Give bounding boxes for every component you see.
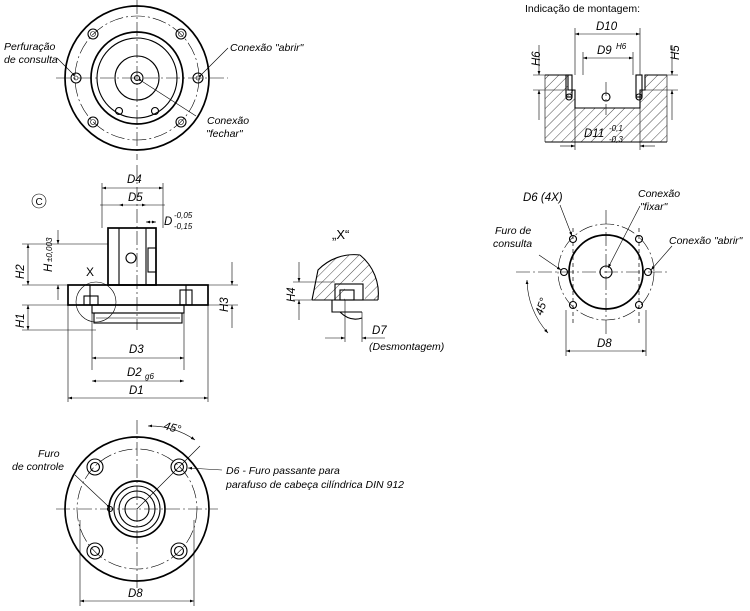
mounting-title: Indicação de montagem: [525,3,640,15]
label-conexao-abrir-right: Conexão "abrir" [669,235,744,247]
dim-d9-tol: H6 [616,42,627,51]
label-perf-consulta-2: de consulta [4,54,58,66]
label-conexao-fixar-2: "fixar" [640,201,669,213]
dim-d10: D10 [596,21,618,33]
label-d6-desc-2: parafuso de cabeça cilíndrica DIN 912 [225,479,404,491]
dim-d4: D4 [127,174,142,186]
dim-h4: H4 [286,287,298,302]
dim-d5: D5 [128,192,143,204]
dim-d2-tol: g6 [145,372,154,381]
dim-d3: D3 [129,344,144,356]
bottom-view [56,420,223,606]
dim-h5: H5 [670,45,682,60]
label-conexao-abrir-top: Conexão "abrir" [230,42,305,54]
dim-d11-tol-upper: -0,1 [609,124,623,133]
dim-h-tol: H [43,263,55,272]
dim-d-cut: D [164,216,172,228]
label-furo-consulta-1: Furo de [495,225,531,237]
side-section [22,165,238,402]
dim-d-cut-tol-upper: -0,05 [174,211,193,220]
label-circle-c: C [36,197,43,208]
label-desmontagem: (Desmontagem) [369,341,444,353]
top-view [56,0,229,160]
mounting-section [533,28,678,150]
label-conexao-fechar-1: Conexão [207,115,249,127]
label-detail-x: „X“ [332,227,349,242]
detail-x-view [293,254,385,342]
label-conexao-fechar-2: "fechar" [206,128,244,140]
label-perf-consulta-1: Perfuração [4,41,56,53]
dim-d2: D2 [127,367,142,379]
label-furo-controle-2: de controle [12,461,64,473]
dim-h3: H3 [219,297,231,312]
dim-d-cut-tol-lower: -0,15 [174,222,193,231]
dim-d8-right: D8 [597,338,612,350]
label-x-mark: X [86,265,94,279]
dim-d11: D11 [584,128,604,140]
dim-d11-tol-lower: -0,3 [609,135,623,144]
dim-d8-bottom: D8 [128,588,143,600]
dim-d1: D1 [129,385,144,397]
dim-h1: H1 [15,313,27,328]
circle-c-marker [31,193,47,209]
dim-h-tol-val: ±0,003 [45,237,54,262]
label-angle-45-right: 45° [534,296,551,317]
dim-d9: D9 [597,45,612,57]
label-d6-desc-1: D6 - Furo passante para [226,465,340,477]
dim-d7: D7 [372,325,387,337]
label-d6-4x: D6 (4X) [523,192,563,204]
flange-hole-pattern [516,204,673,356]
label-furo-consulta-2: consulta [493,238,532,250]
dim-h6: H6 [531,51,543,66]
label-furo-controle-1: Furo [38,448,60,460]
bolt-holes-bottom [86,458,188,560]
dim-h2: H2 [15,264,27,279]
bolt-holes-top [87,28,187,128]
label-angle-45-bottom: 45° [162,420,182,436]
label-conexao-fixar-1: Conexão [638,188,680,200]
